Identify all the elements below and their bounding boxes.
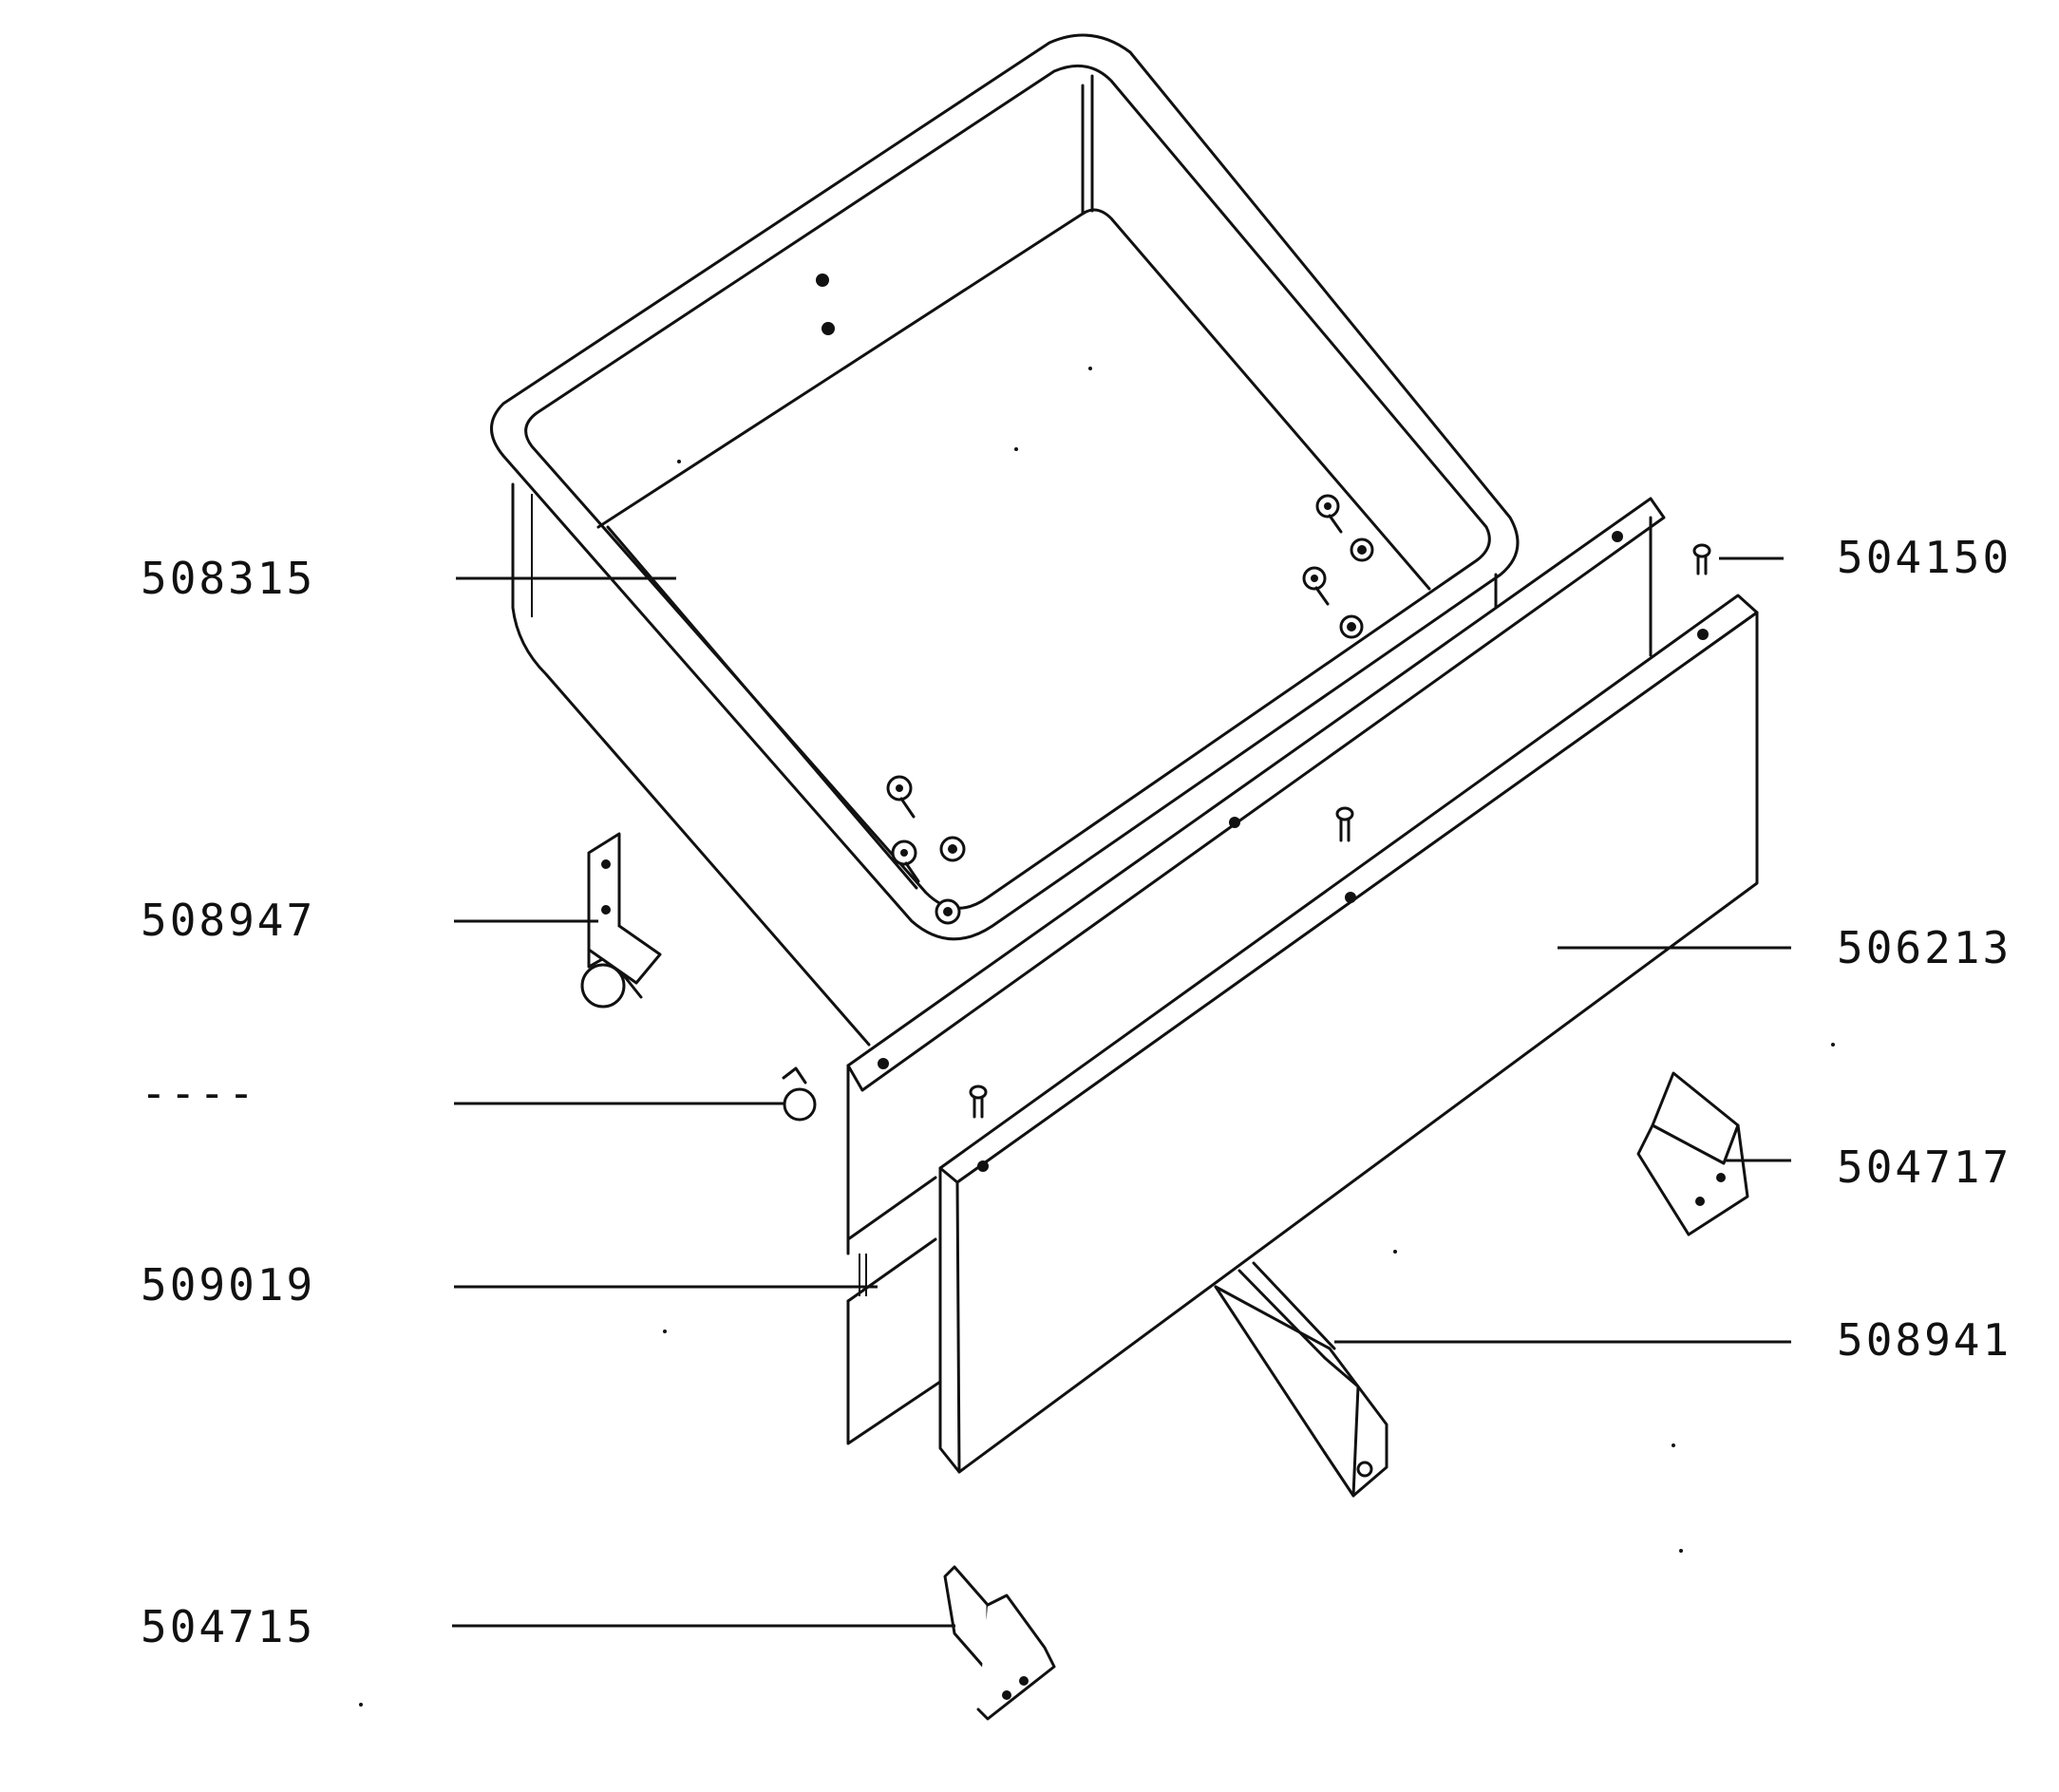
front-panel-drawing — [938, 594, 1759, 1474]
lower-bracket-drawing — [943, 1565, 1056, 1721]
part-label-508315: 508315 — [141, 553, 316, 604]
side-bracket-drawing — [1636, 1071, 1749, 1236]
part-label-504715: 504715 — [141, 1601, 316, 1652]
leader-lines — [452, 556, 1791, 1628]
rear-panel-drawing — [846, 497, 1666, 1445]
part-label-unnumbered: ---- — [141, 1067, 257, 1119]
part-label-506213: 506213 — [1837, 922, 2012, 973]
part-label-508941: 508941 — [1837, 1314, 2012, 1366]
part-label-504150: 504150 — [1837, 532, 2012, 583]
castor-bracket-drawing — [580, 832, 662, 1009]
tub-drawing — [490, 33, 1520, 1047]
runner-rail-drawing — [1214, 1261, 1388, 1498]
part-label-508947: 508947 — [141, 895, 316, 946]
knob-drawing — [782, 1066, 817, 1122]
part-label-504717: 504717 — [1837, 1141, 2012, 1193]
part-label-509019: 509019 — [141, 1259, 316, 1311]
scan-specks — [359, 367, 1835, 1707]
rivet-drawing — [969, 543, 1711, 1119]
